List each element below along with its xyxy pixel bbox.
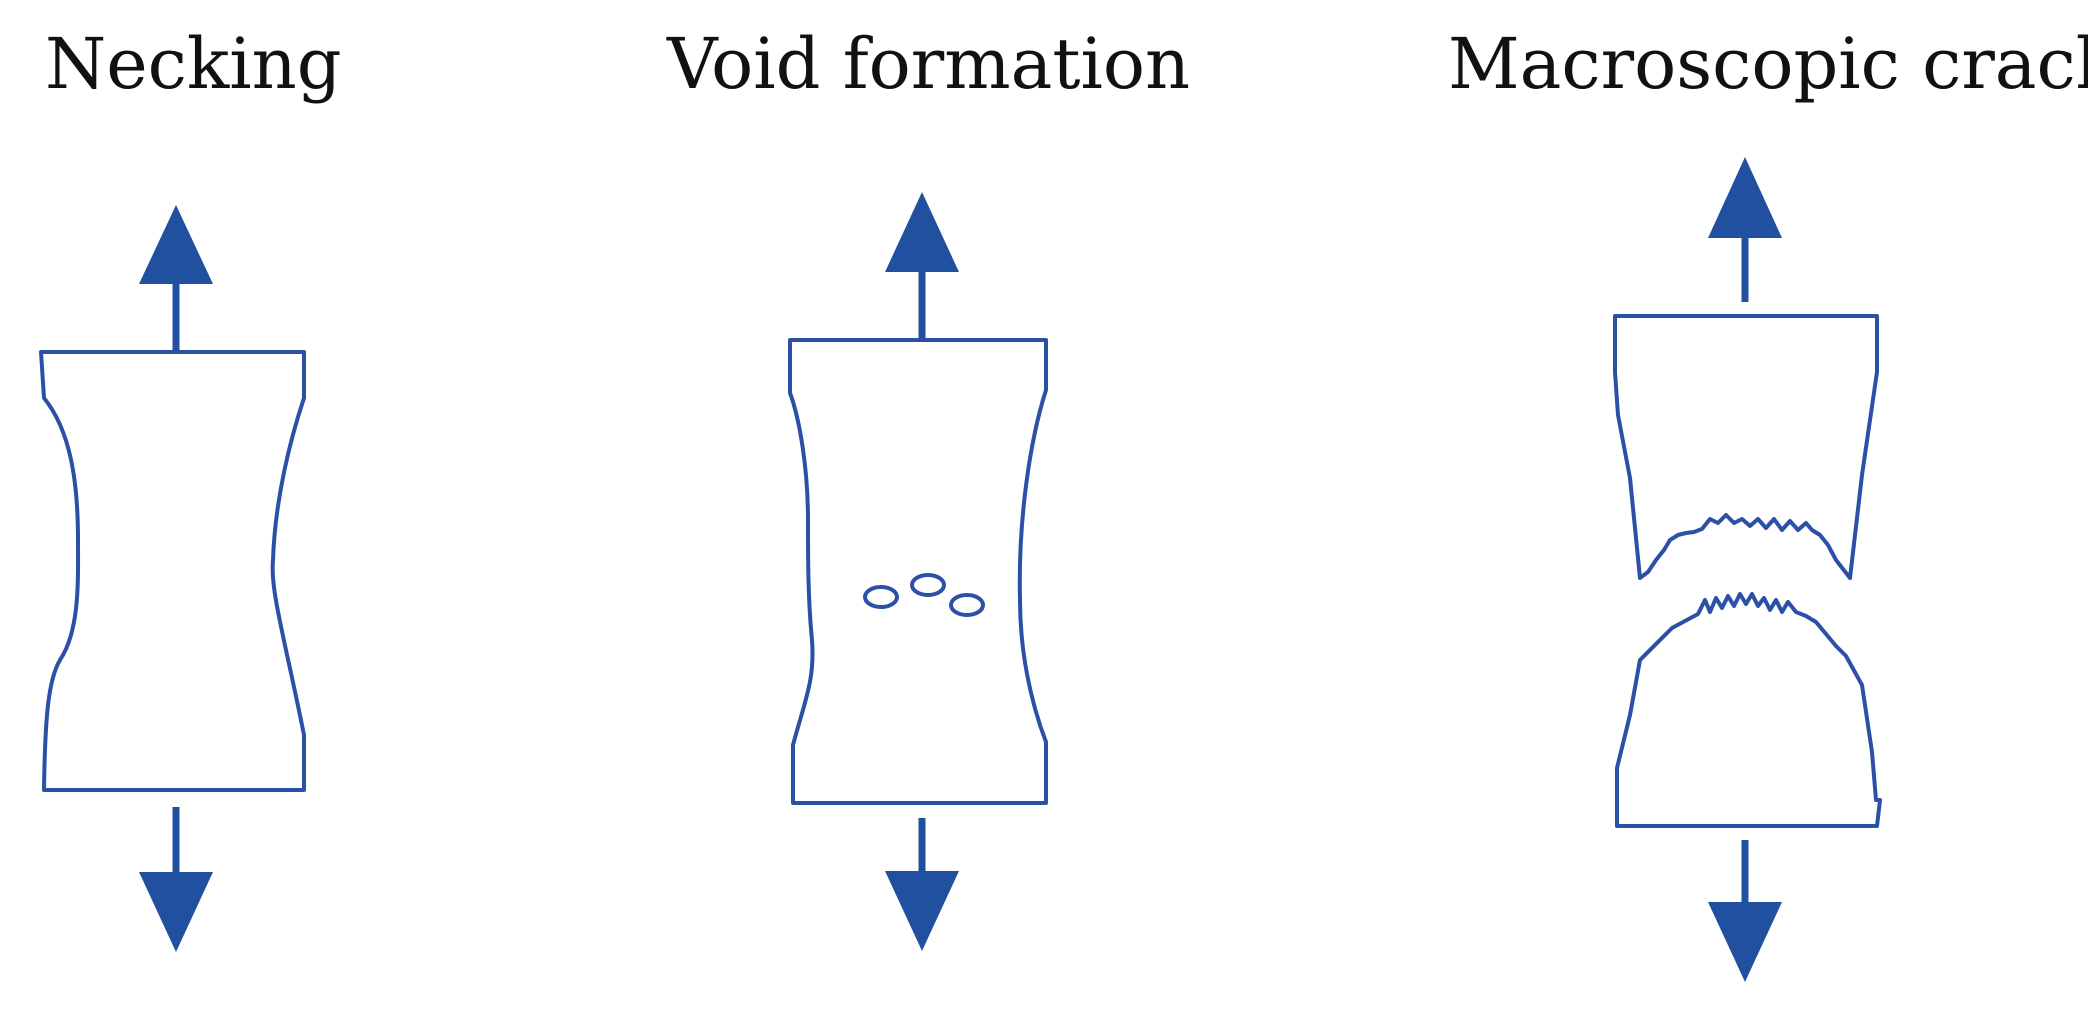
fractured-lower-half bbox=[1615, 592, 1882, 828]
fractured-upper-half bbox=[1613, 314, 1879, 580]
arrow-down-icon bbox=[1708, 840, 1782, 982]
arrow-up-icon bbox=[139, 205, 213, 352]
arrow-up-icon bbox=[1708, 157, 1782, 302]
void bbox=[949, 593, 985, 617]
voided-specimen bbox=[788, 338, 1048, 805]
stage-necking: Necking bbox=[39, 23, 342, 952]
arrow-up-icon bbox=[885, 192, 959, 338]
arrow-down-icon bbox=[885, 818, 959, 951]
stage-title-necking: Necking bbox=[45, 23, 342, 105]
stage-macroscopic-crack: Macroscopic crack bbox=[1448, 23, 2088, 982]
stage-title-void-formation: Void formation bbox=[666, 23, 1190, 105]
void bbox=[910, 573, 946, 597]
necked-specimen bbox=[39, 350, 306, 792]
void bbox=[863, 585, 899, 609]
stage-void-formation: Void formation bbox=[666, 23, 1190, 951]
arrow-down-icon bbox=[139, 807, 213, 952]
stage-title-macroscopic-crack: Macroscopic crack bbox=[1448, 23, 2088, 105]
